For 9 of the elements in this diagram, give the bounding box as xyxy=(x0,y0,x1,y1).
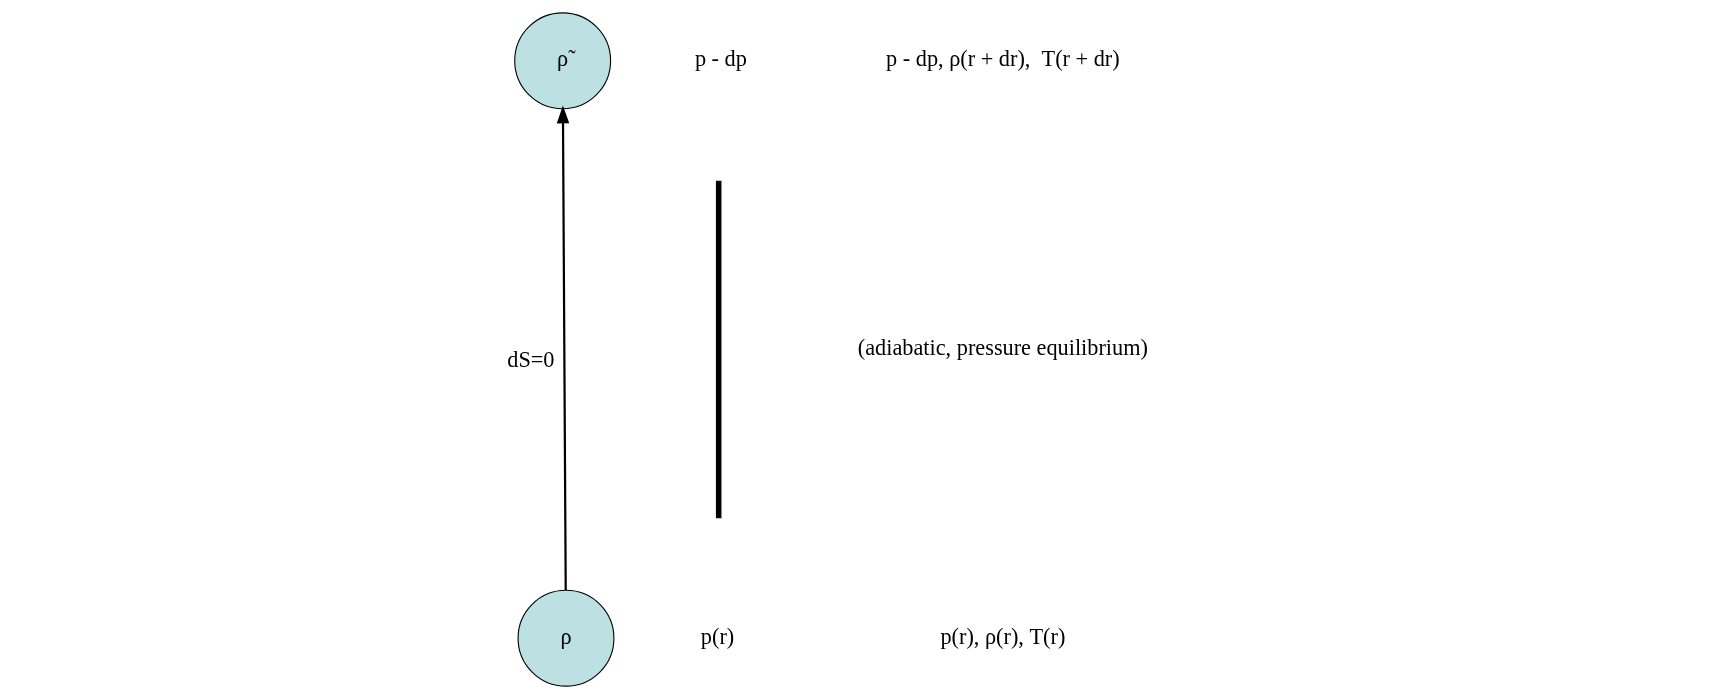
node-circle: ρ xyxy=(517,589,614,687)
arrow xyxy=(556,105,569,590)
edge-label: dS=0 xyxy=(506,347,555,373)
label: p - dp, ρ(r + dr), T(r + dr) xyxy=(885,46,1120,72)
node-label: p(r) xyxy=(700,623,734,649)
node-label: p - dp xyxy=(694,46,747,72)
label: p(r), ρ(r), T(r) xyxy=(939,623,1065,649)
label: (adiabatic, pressure equilibrium) xyxy=(857,335,1148,361)
node-circle: ρ̃ xyxy=(513,12,611,110)
